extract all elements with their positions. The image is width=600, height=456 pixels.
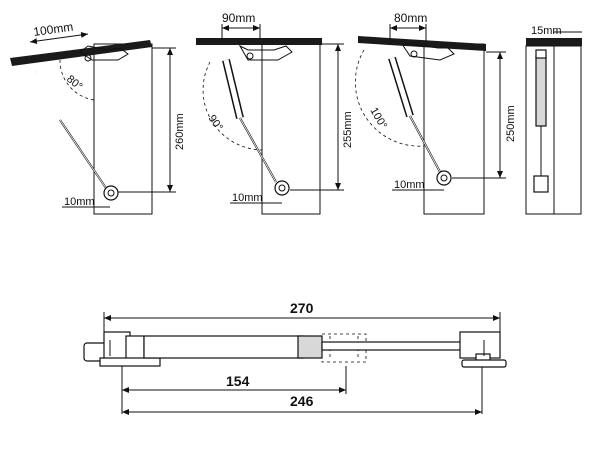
hinge-bracket [79, 45, 129, 61]
bottom-offset-dimension: 10mm [232, 192, 263, 204]
overall-length-dimension: 270 [290, 300, 314, 316]
hinge-offset-dimension: 80mm [394, 11, 427, 25]
gas-strut [388, 56, 452, 186]
opening-angle-label: 100° [367, 106, 389, 132]
mount-length-dimension: 246 [290, 393, 314, 409]
cabinet-lid-board [526, 38, 582, 46]
mounting-view-100-degree: 100° 80mm 250mm 10mm [354, 11, 517, 215]
stroke-length-dimension: 154 [226, 373, 250, 389]
opening-angle-arc [202, 61, 263, 151]
piston-rod [321, 341, 463, 351]
gas-strut [533, 49, 549, 193]
strut-dimension-drawing: 270 154 246 [83, 300, 507, 415]
left-end-fitting [83, 331, 161, 367]
cylinder-collar [297, 335, 323, 359]
opening-angle-arc [59, 59, 95, 101]
hinge-pivot [84, 54, 92, 62]
mounting-view-90-degree: 90° 90mm 255mm 10mm [196, 11, 354, 215]
cabinet-lid-board [358, 36, 486, 51]
mounting-view-80-degree: 80° 100mm 260mm 10mm [10, 20, 186, 215]
cabinet-side-wall [93, 43, 153, 215]
hinge-bracket [238, 44, 293, 61]
gas-strut [222, 59, 290, 196]
bottom-offset-dimension: 10mm [64, 196, 95, 208]
closed-side-view: 15mm [525, 25, 582, 215]
opening-angle-label: 90° [206, 113, 225, 134]
mounting-height-dimension: 260mm [174, 113, 186, 150]
opening-angle-label: 80° [64, 73, 84, 93]
board-thickness-dimension: 15mm [531, 25, 562, 37]
right-end-fitting [459, 331, 507, 368]
gas-strut [33, 70, 119, 201]
cabinet-lid-board [196, 38, 322, 45]
hinge-pivot [246, 52, 254, 60]
cabinet-side-wall [261, 43, 321, 215]
hinge-pivot [410, 50, 418, 58]
opening-angle-arc [354, 49, 425, 147]
hinge-offset-dimension: 90mm [222, 11, 255, 25]
strut-cylinder [143, 335, 305, 359]
bottom-offset-dimension: 10mm [394, 179, 425, 191]
cabinet-side-wall [423, 43, 485, 215]
hinge-offset-dimension: 100mm [32, 20, 74, 39]
mounting-height-dimension: 255mm [342, 111, 354, 148]
mounting-height-dimension: 250mm [505, 105, 517, 142]
